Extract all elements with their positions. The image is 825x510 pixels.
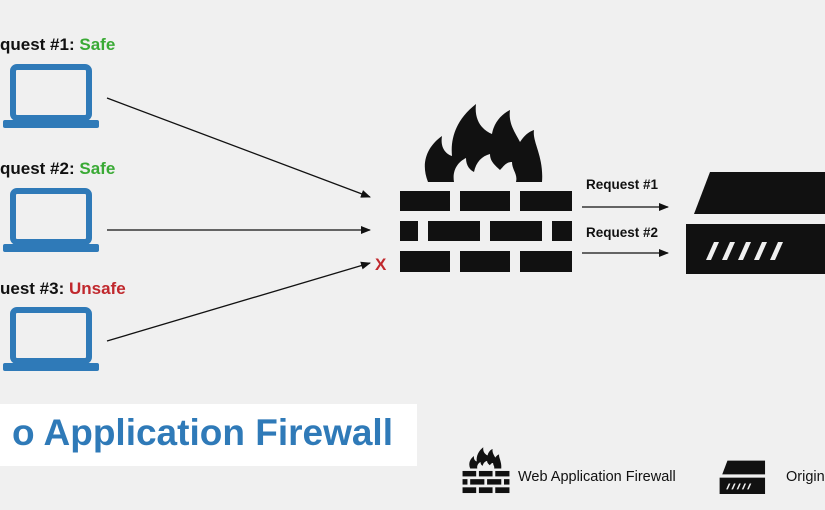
laptop-icon <box>3 64 99 128</box>
forwarded-request-2-label: Request #2 <box>586 225 659 240</box>
forwarded-request-1-label: Request #1 <box>586 177 659 192</box>
laptop-icon <box>3 188 99 252</box>
fire-icon <box>424 104 543 182</box>
legend-server-icon <box>719 460 766 494</box>
arrow-request-1 <box>106 97 371 198</box>
laptop-icon <box>3 307 99 371</box>
diagram-title: o Application Firewall <box>11 412 393 453</box>
request-1-label: quest #1: Safe <box>0 35 115 55</box>
request-3-label: uest #3: Unsafe <box>0 279 126 299</box>
request-2-label: quest #2: Safe <box>0 159 115 179</box>
title-banner: o Application Firewall <box>0 404 417 466</box>
firewall-icon <box>400 104 572 272</box>
request-1-status: Safe <box>79 35 116 54</box>
legend-firewall-icon <box>462 447 510 494</box>
request-1-prefix: quest #1: <box>0 35 75 54</box>
legend-firewall-label: Web Application Firewall <box>518 469 676 485</box>
request-2-status: Safe <box>79 159 116 178</box>
legend-server-label: Origin <box>786 469 825 485</box>
request-3-prefix: uest #3: <box>0 279 65 298</box>
blocked-x-icon: X <box>375 255 387 274</box>
brick-wall <box>400 191 572 272</box>
request-3-status: Unsafe <box>68 279 126 298</box>
arrow-request-3 <box>106 261 371 342</box>
request-2-prefix: quest #2: <box>0 159 75 178</box>
server-icon <box>686 172 825 274</box>
